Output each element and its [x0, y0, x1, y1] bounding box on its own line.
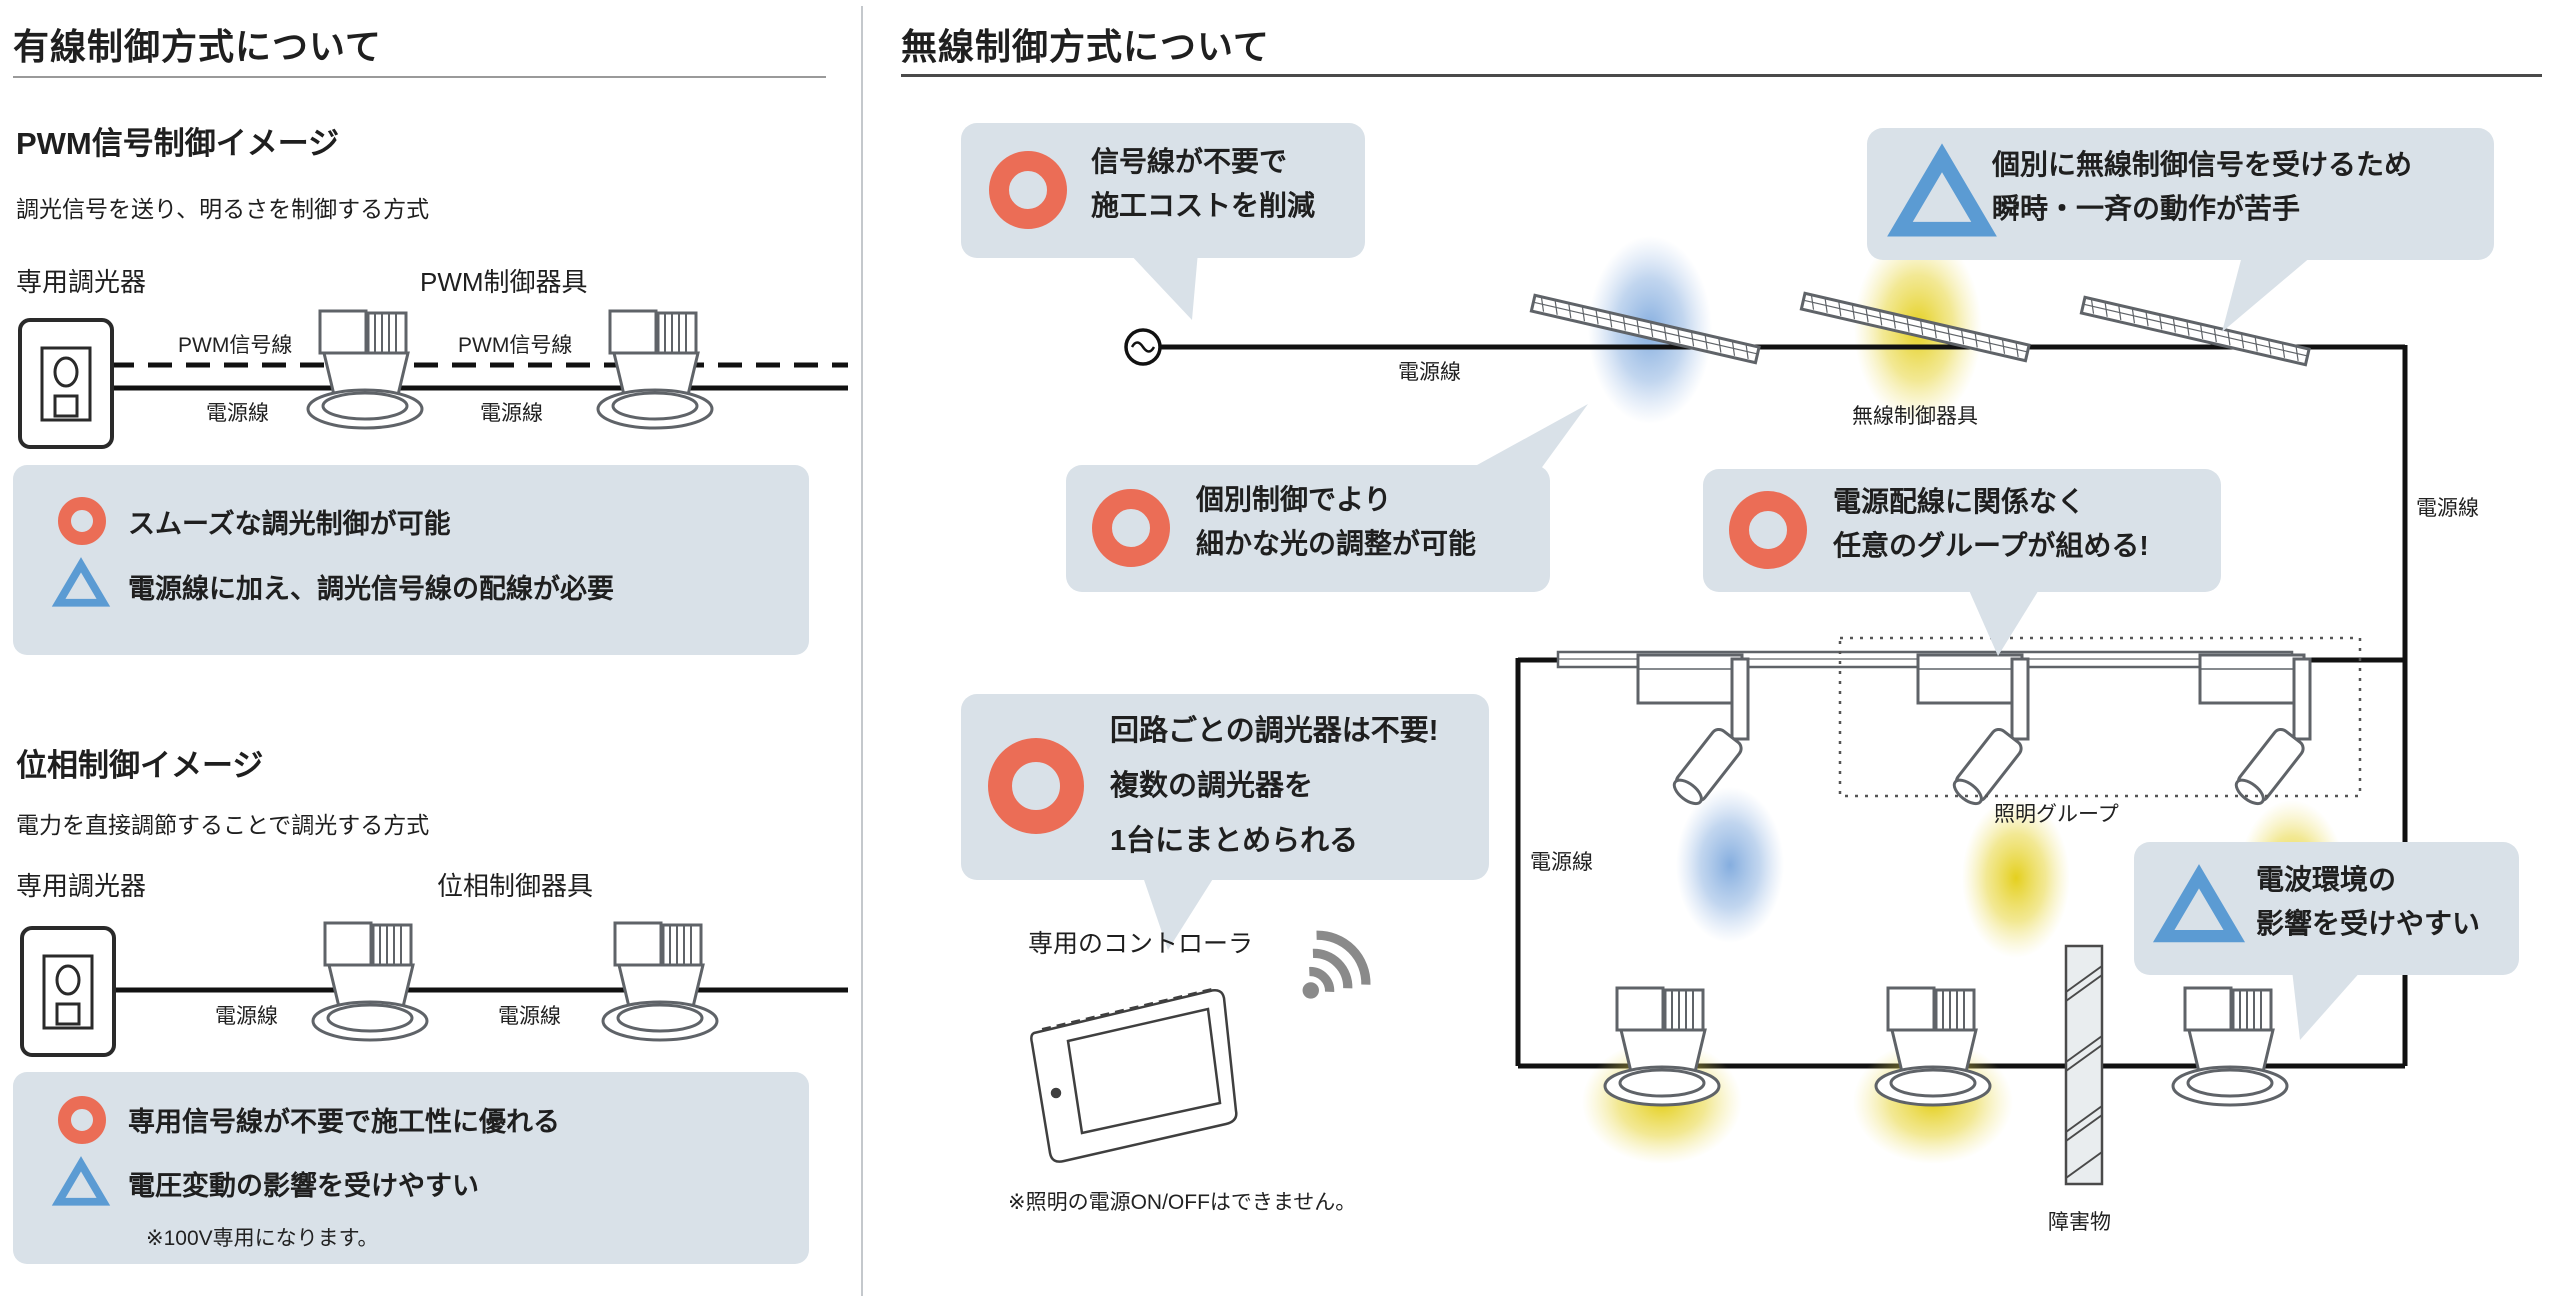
- ac-source-icon: [1124, 328, 1162, 366]
- pwm-description: 調光信号を送り、明るさを制御する方式: [16, 196, 430, 222]
- obstacle-label: 障害物: [2048, 1211, 2111, 1234]
- callout-no-signal-line: 信号線が不要で 施工コストを削減: [961, 123, 1365, 258]
- controller-note: ※照明の電源ON/OFFはできません。: [1008, 1191, 1357, 1214]
- pro-circle-icon: [988, 738, 1084, 834]
- pwm-heading: PWM信号制御イメージ: [16, 126, 340, 161]
- callout-line: 回路ごとの調光器は不要!: [1110, 715, 1439, 747]
- lighting-group-box: [1838, 636, 2362, 798]
- pwm-signal-line-label-2: PWM信号線: [458, 334, 573, 357]
- pro-circle-icon: [58, 1096, 106, 1144]
- pro-circle-icon: [58, 497, 106, 545]
- callout-line: 個別に無線制御信号を受けるため: [1992, 149, 2413, 180]
- callout-line: 瞬時・一斉の動作が苦手: [1992, 193, 2301, 225]
- glow-blue-bar: [1588, 236, 1712, 424]
- pwm-fixture-label: PWM制御器具: [420, 267, 588, 297]
- lighting-track: [1556, 650, 2294, 669]
- power-line-right-label: 電源線: [2416, 497, 2479, 520]
- pro-circle-icon: [989, 151, 1067, 229]
- callout-line: 施工コストを削減: [1091, 190, 1316, 222]
- callout-individual-reception: 個別に無線制御信号を受けるため 瞬時・一斉の動作が苦手: [1867, 128, 2494, 260]
- panel-divider: [861, 6, 863, 1296]
- phase-dimmer-label: 専用調光器: [16, 871, 147, 901]
- phase-note-text: ※100V専用になります。: [146, 1227, 379, 1250]
- pwm-pro-text: スムーズな調光制御が可能: [128, 509, 451, 539]
- pro-circle-icon: [1729, 491, 1807, 569]
- glow-yellow-bar: [1854, 232, 1982, 424]
- power-line-top-label: 電源線: [1398, 361, 1461, 384]
- callout-one-controller: 回路ごとの調光器は不要! 複数の調光器を 1台にまとめられる: [961, 694, 1489, 880]
- controller-label: 専用のコントローラ: [1028, 930, 1254, 958]
- pwm-signal-line-label-1: PWM信号線: [178, 334, 293, 357]
- callout-grouping: 電源配線に関係なく 任意のグループが組める!: [1703, 469, 2221, 592]
- wireless-title-rule: [901, 74, 2542, 77]
- callout-line: 任意のグループが組める!: [1833, 530, 2149, 562]
- lighting-group-label: 照明グループ: [1994, 803, 2119, 826]
- pro-circle-icon: [1092, 489, 1170, 567]
- wireless-section-title: 無線制御方式について: [901, 26, 1270, 67]
- obstacle-bar: [2064, 944, 2104, 1186]
- pwm-con-text: 電源線に加え、調光信号線の配線が必要: [128, 574, 614, 604]
- phase-power-line-label-2: 電源線: [498, 1005, 561, 1028]
- pwm-power-line-label-1: 電源線: [206, 402, 269, 425]
- wired-section-title: 有線制御方式について: [13, 26, 382, 67]
- glow-yellow-down-2: [1853, 1040, 2013, 1164]
- callout-line: 信号線が不要で: [1091, 146, 1288, 177]
- con-triangle-icon: [51, 557, 111, 607]
- power-line-mid-label: 電源線: [1530, 851, 1593, 874]
- pwm-pros-cons-box: スムーズな調光制御が可能 電源線に加え、調光信号線の配線が必要: [13, 465, 809, 655]
- wireless-bar-fixture: [1529, 291, 2311, 367]
- phase-con-text: 電圧変動の影響を受けやすい: [128, 1171, 479, 1201]
- callout-line: 個別制御でより: [1196, 484, 1392, 515]
- phase-pros-cons-box: 専用信号線が不要で施工性に優れる 電圧変動の影響を受けやすい ※100V専用にな…: [13, 1072, 809, 1264]
- callout-line: 細かな光の調整が可能: [1196, 528, 1477, 560]
- controller-tablet-icon: [1030, 987, 1238, 1163]
- phase-heading: 位相制御イメージ: [16, 748, 264, 783]
- wired-title-rule: [13, 76, 826, 78]
- phase-fixture-label: 位相制御器具: [437, 871, 594, 901]
- pwm-dimmer-label: 専用調光器: [16, 267, 147, 297]
- glow-blue-spot: [1676, 787, 1784, 943]
- phase-power-line-label-1: 電源線: [215, 1005, 278, 1028]
- wireless-fixture-label: 無線制御器具: [1852, 405, 1978, 428]
- callout-line: 影響を受けやすい: [2256, 908, 2481, 940]
- wifi-icon: [1302, 930, 1371, 999]
- callout-line: 電源配線に関係なく: [1833, 486, 2086, 517]
- callout-line: 電波環境の: [2256, 864, 2397, 895]
- callout-line: 1台にまとめられる: [1110, 825, 1359, 858]
- pwm-power-line-label-2: 電源線: [480, 402, 543, 425]
- con-triangle-icon: [51, 1156, 111, 1206]
- con-triangle-icon: [2152, 864, 2246, 943]
- callout-fine-control: 個別制御でより 細かな光の調整が可能: [1066, 465, 1550, 592]
- con-triangle-icon: [1887, 143, 1997, 237]
- phase-pro-text: 専用信号線が不要で施工性に優れる: [128, 1107, 560, 1137]
- glow-yellow-down-1: [1582, 1040, 1742, 1164]
- phase-description: 電力を直接調節することで調光する方式: [16, 812, 430, 838]
- callout-line: 複数の調光器を: [1110, 770, 1314, 803]
- callout-radio-environment: 電波環境の 影響を受けやすい: [2134, 842, 2519, 975]
